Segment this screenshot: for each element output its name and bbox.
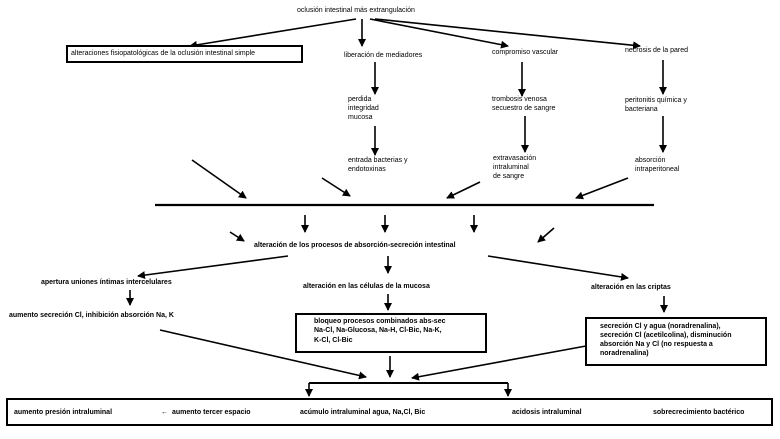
- box-criptas-line-3: absorción Na y Cl (no respuesta a: [600, 341, 713, 348]
- arrow-converge-2: [321, 177, 351, 197]
- node-alteracion-procesos: alteración de los procesos de absorción-…: [254, 242, 456, 249]
- box-criptas: secreción Cl y agua (noradrenalina), sec…: [585, 317, 767, 366]
- arrow-converge-1: [191, 159, 247, 199]
- node-trombosis-1: trombosis venosa: [492, 96, 547, 103]
- box-criptas-line-2: secreción Cl (acetilcolina), disminución: [600, 332, 732, 339]
- node-extravasacion-3: de sangre: [493, 173, 525, 180]
- node-perdida-2: integridad: [348, 105, 379, 112]
- node-absorcion-intraperitoneal-1: absorción: [635, 157, 666, 164]
- box-criptas-line-1: secreción Cl y agua (noradrenalina),: [600, 323, 721, 330]
- node-apertura-uniones: apertura uniones íntimas intercelulares: [41, 279, 172, 286]
- arrow-bar-5: [537, 227, 555, 243]
- arrow-converge-3: [446, 181, 481, 199]
- node-peritonitis-2: bacteriana: [625, 106, 658, 113]
- box-bloqueo-procesos: bloqueo procesos combinados abs-sec Na-C…: [295, 313, 487, 353]
- node-aumento-tercer-espacio: aumento tercer espacio: [172, 409, 251, 416]
- node-trombosis-2: secuestro de sangre: [492, 105, 556, 112]
- node-extravasacion-2: intraluminal: [493, 164, 529, 171]
- node-necrosis-pared: necrosis de la pared: [625, 47, 689, 54]
- arrow-to-criptas: [487, 255, 629, 281]
- node-alteracion-criptas: alteración en las criptas: [591, 284, 671, 291]
- node-entrada-bacterias-1: entrada bacterias y: [348, 157, 408, 164]
- arrow-bar-1: [229, 231, 245, 242]
- arrow-converge-4: [575, 177, 629, 200]
- arrow-criptas-to-merge: [411, 345, 587, 381]
- box-oclusion-simple: alteraciones fisiopatológicas de la oclu…: [66, 45, 303, 63]
- node-oclusion-extrangulacion: oclusión intestinal más extrangulación: [297, 7, 415, 14]
- node-compromiso-vascular: compromiso vascular: [492, 49, 559, 56]
- node-perdida-3: mucosa: [348, 114, 373, 121]
- node-aumento-secrecion: aumento secreción Cl, inhibición absorci…: [9, 312, 174, 319]
- arrow-left-glyph: ←: [161, 409, 168, 416]
- node-aumento-presion: aumento presión intraluminal: [14, 409, 113, 416]
- node-liberacion-mediadores: liberación de mediadores: [344, 52, 423, 59]
- box-bloqueo-line-3: K-Cl, Cl-Bic: [314, 337, 353, 344]
- node-acidosis-intraluminal: acidosis intraluminal: [512, 409, 582, 416]
- box-bloqueo-line-2: Na-Cl, Na-Glucosa, Na-H, Cl-Bic, Na-K,: [314, 327, 442, 334]
- box-bloqueo-line-1: bloqueo procesos combinados abs-sec: [314, 318, 446, 325]
- node-entrada-bacterias-2: endotoxinas: [348, 166, 386, 173]
- node-perdida-1: perdida: [348, 96, 372, 103]
- arrow-top-to-simple: [189, 18, 357, 49]
- node-alteracion-celulas: alteración en las células de la mucosa: [303, 283, 430, 290]
- node-sobrecrecimiento-bacterico: sobrecrecimiento bactérico: [653, 409, 745, 416]
- box-oclusion-simple-label: alteraciones fisiopatológicas de la oclu…: [71, 50, 256, 57]
- node-peritonitis-1: peritonitis química y: [625, 97, 687, 104]
- node-absorcion-intraperitoneal-2: intraperitoneal: [635, 166, 680, 173]
- box-consecuencias: aumento presión intraluminal ← aumento t…: [6, 398, 773, 426]
- arrow-top-to-necrosis: [374, 18, 641, 50]
- node-acumulo-intraluminal: acúmulo intraluminal agua, Na,Cl, Bic: [300, 409, 426, 416]
- arrow-to-apertura: [137, 255, 289, 280]
- node-extravasacion-1: extravasación: [493, 155, 537, 162]
- arrow-top-to-vascular: [369, 18, 509, 49]
- arrow-secrecion-to-merge: [159, 329, 367, 380]
- box-criptas-line-4: noradrenalina): [600, 350, 649, 357]
